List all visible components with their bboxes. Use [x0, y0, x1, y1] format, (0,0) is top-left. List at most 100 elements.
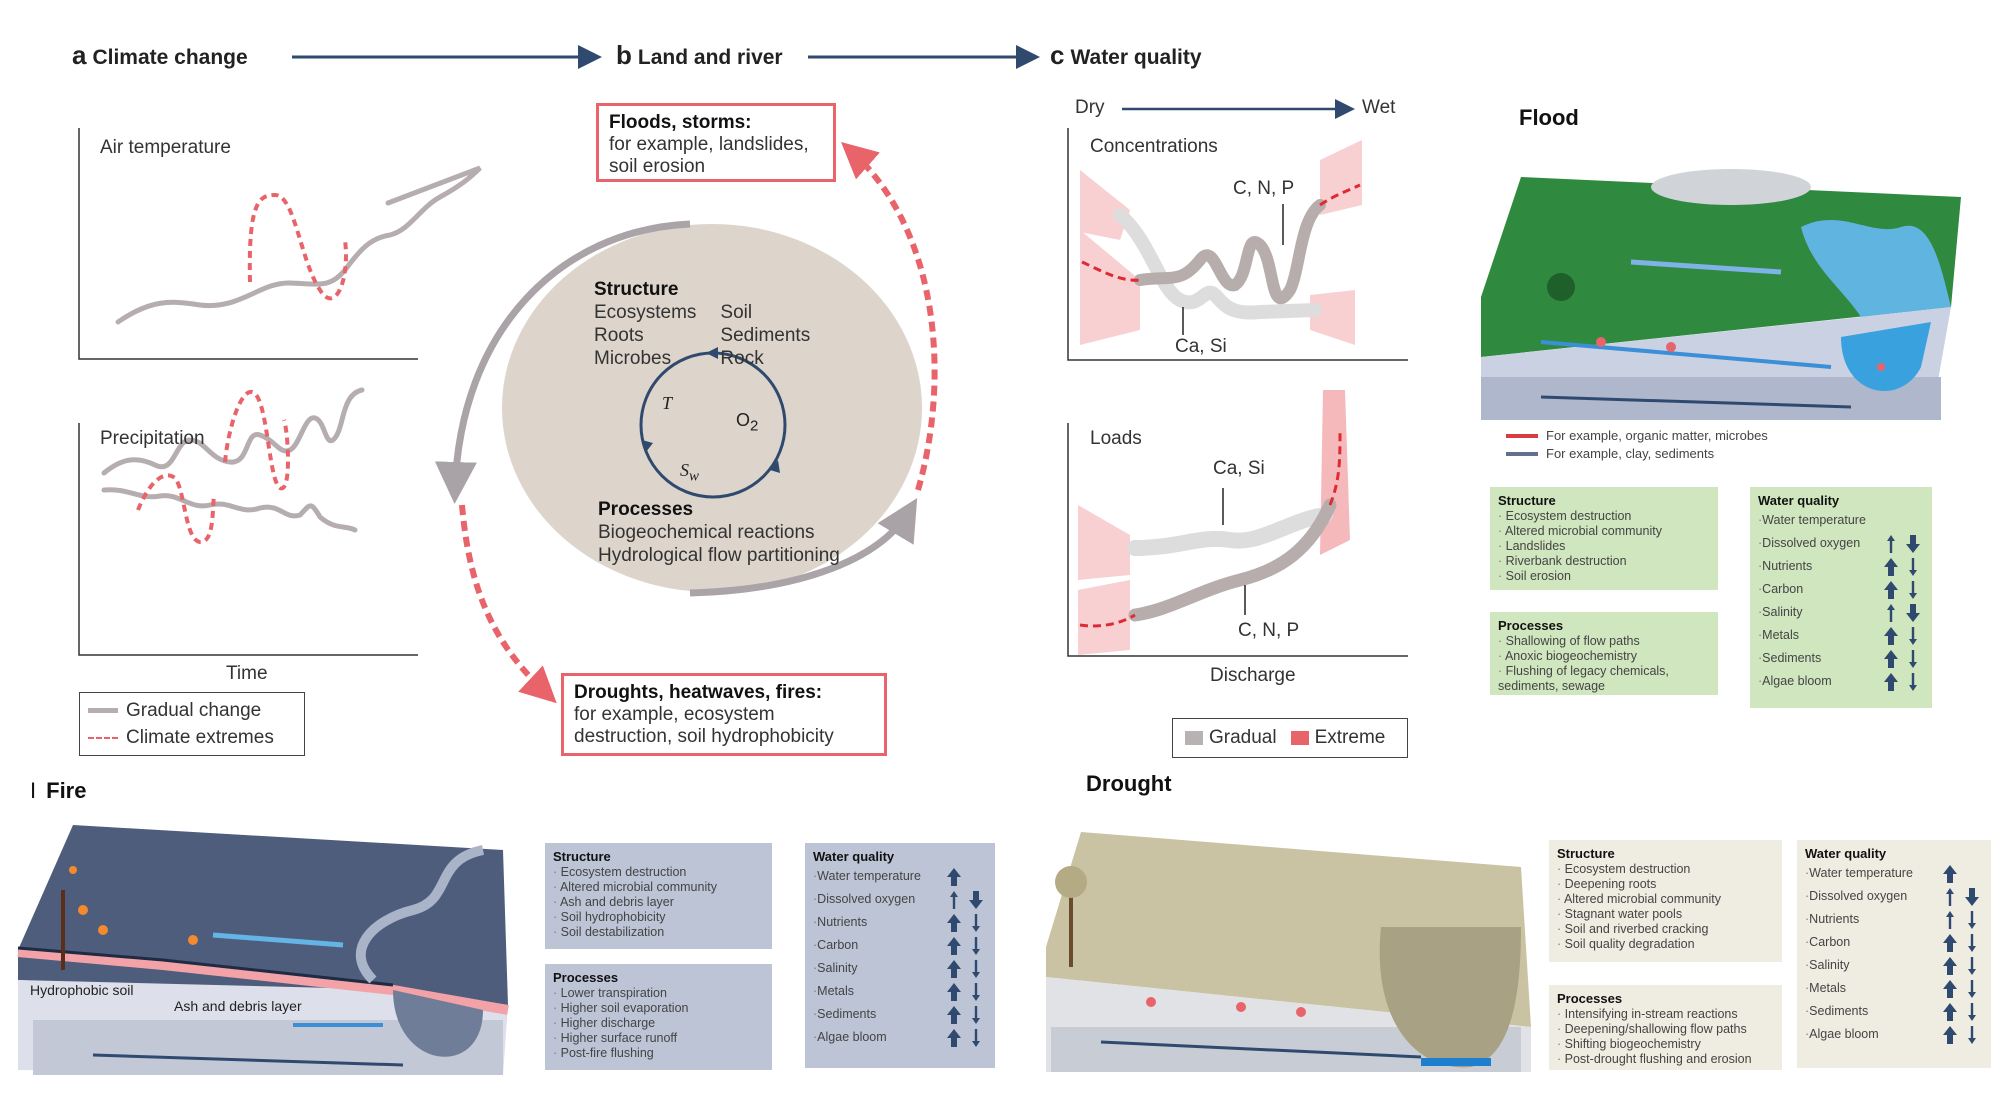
list-item: Biogeochemical reactions: [598, 522, 815, 543]
panel-letter: c: [1050, 40, 1065, 70]
air-temperature-label: Air temperature: [100, 137, 231, 158]
flood-illustration: [1481, 169, 1961, 420]
panel-title: Land and river: [637, 46, 783, 69]
box-title: Processes: [553, 970, 619, 985]
arrow-down-weak-icon: [972, 982, 980, 1001]
sw-subscript: w: [689, 468, 700, 485]
arrow-up-strong-icon: [947, 1028, 961, 1047]
fire-water-quality-box: Water qualityWater temperatureDissolved …: [805, 843, 995, 1068]
list-item: Higher discharge: [553, 1016, 764, 1031]
loads-label: Loads: [1090, 428, 1142, 449]
flow-arrow: [212, 932, 344, 948]
precipitation-axes: [78, 423, 418, 656]
water-quality-list: Water temperatureDissolved oxygenNutrien…: [1758, 509, 1924, 693]
drought-illustration: [1046, 832, 1531, 1072]
list-item: Lower transpiration: [553, 986, 764, 1001]
list-item: Shifting biogeochemistry: [1557, 1037, 1774, 1052]
tree-icon: [1547, 273, 1575, 301]
arrow-up-weak-icon: [1946, 910, 1954, 929]
arrow-down-weak-icon: [1968, 933, 1976, 952]
flood-title: Flood: [1519, 105, 1579, 130]
concentrations-casi-curve: [1113, 208, 1322, 320]
parameter-name: Carbon: [817, 938, 859, 952]
concentrations-axes: [1067, 128, 1408, 361]
arrow-up-weak-icon: [950, 890, 958, 909]
flow-arrow: [1540, 395, 1852, 409]
list-item: Deepening roots: [1557, 877, 1774, 892]
blue-swatch: [1506, 452, 1538, 456]
red-swatch: [1506, 434, 1538, 438]
precipitation-extreme-line-2: [136, 473, 216, 544]
air-temperature-extreme-line: [247, 192, 348, 301]
box-title: Water quality: [813, 849, 895, 864]
ash-debris-layer: [17, 946, 394, 987]
arrow-up-strong-icon: [947, 982, 961, 1001]
arrow-down-none-icon: [965, 867, 987, 887]
box-list: Ecosystem destructionDeepening rootsAlte…: [1557, 862, 1774, 952]
concentrations-cnp-curve: [1134, 199, 1326, 305]
parameter-name: Algae bloom: [1762, 674, 1832, 688]
parameter-name: Nutrients: [817, 915, 868, 929]
water-quality-row: Salinity: [1758, 601, 1924, 624]
arrow-up-weak-icon: [1887, 603, 1895, 622]
box-title: Structure: [1557, 846, 1615, 861]
water-quality-row: Algae bloom: [1805, 1023, 1983, 1046]
ash-debris-label: Ash and debris layer: [174, 998, 302, 1014]
arrow-down-weak-icon: [1909, 580, 1917, 599]
legend-clay: For example, clay, sediments: [1506, 445, 1768, 463]
panel-letter: I: [30, 778, 37, 803]
parameter-name: Salinity: [817, 961, 858, 975]
list-item: Ecosystem destruction: [553, 865, 764, 880]
wet-label: Wet: [1362, 97, 1396, 118]
box-text: for example, ecosystem destruction, soil…: [574, 704, 834, 747]
arrow-down-weak-icon: [972, 913, 980, 932]
arrow-up-strong-icon: [947, 936, 961, 955]
arrow-down-weak-icon: [972, 936, 980, 955]
hydrophobic-soil-label: Hydrophobic soil: [30, 982, 134, 998]
drought-processes-box: ProcessesIntensifying in-stream reaction…: [1549, 985, 1782, 1070]
list-item: Stagnant water pools: [1557, 907, 1774, 922]
box-list: Ecosystem destructionAltered microbial c…: [1498, 509, 1710, 584]
arrow-up-strong-icon: [1943, 956, 1957, 975]
arrow-up-strong-icon: [1943, 864, 1957, 883]
time-axis-label: Time: [226, 663, 268, 684]
parameter-name: Metals: [1809, 981, 1846, 995]
legend-label: Gradual change: [126, 699, 262, 721]
rain-cloud: [1651, 169, 1811, 205]
box-title: Processes: [1557, 991, 1623, 1006]
hydrophobic-soil-layer: [17, 947, 509, 1015]
box-list: Intensifying in-stream reactionsDeepenin…: [1557, 1007, 1774, 1067]
water-quality-row: Dissolved oxygen: [1758, 532, 1924, 555]
panel-letter: a: [72, 40, 87, 70]
list-item: Rock: [720, 348, 764, 369]
flow-arrow: [1540, 340, 1832, 369]
parameter-name: Sediments: [817, 1007, 877, 1021]
flow-arrow: [1100, 1040, 1422, 1059]
arrow-down-weak-icon: [972, 1005, 980, 1024]
parameter-name: Water temperature: [1762, 513, 1866, 527]
water-quality-row: Nutrients: [1758, 555, 1924, 578]
concentrations-extreme-band-left: [1080, 170, 1140, 345]
flood-water-quality-box: Water qualityWater temperatureDissolved …: [1750, 487, 1932, 708]
precipitation-gradual-line-lower: [101, 487, 358, 533]
arrow-up-strong-icon: [1884, 626, 1898, 645]
water-quality-row: Nutrients: [813, 911, 987, 934]
list-item: Ecosystem destruction: [1557, 862, 1774, 877]
arrow-down-weak-icon: [1909, 626, 1917, 645]
box-list: Ecosystem destructionAltered microbial c…: [553, 865, 764, 940]
gradual-swatch: [1185, 731, 1203, 745]
list-item: Soil destabilization: [553, 925, 764, 940]
list-item: Sediments: [720, 325, 811, 346]
flow-arrow: [1630, 259, 1782, 275]
water-quality-row: Carbon: [1805, 931, 1983, 954]
concentrations-extreme-dash: [1081, 183, 1361, 282]
precipitation-extreme-line-1: [223, 390, 290, 491]
legend-label: Climate extremes: [126, 726, 274, 748]
water-quality-row: Metals: [813, 980, 987, 1003]
